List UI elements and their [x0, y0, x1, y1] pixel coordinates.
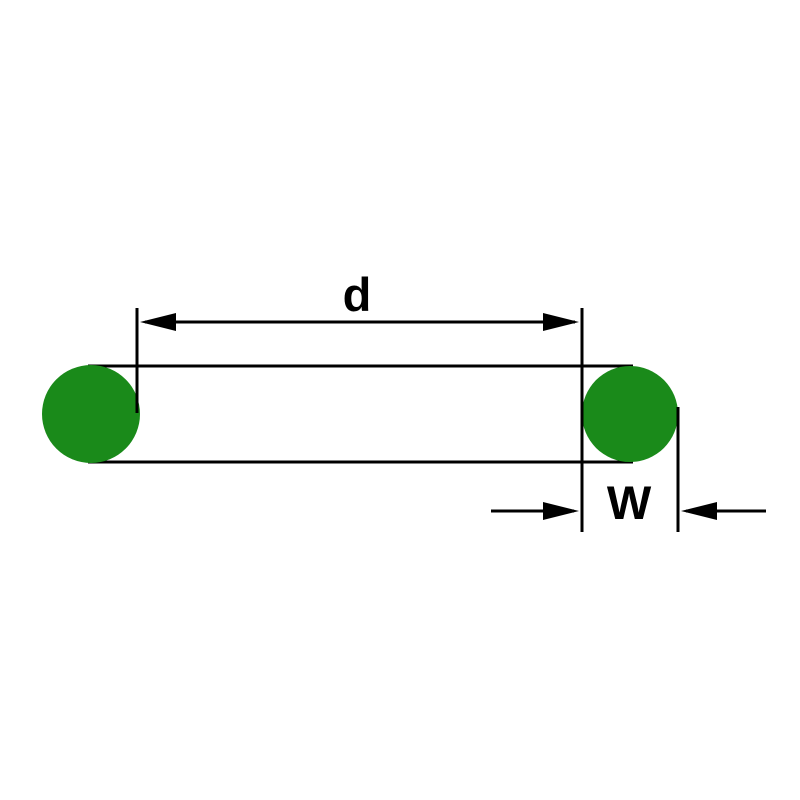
- oring-cross-section-right: [582, 366, 678, 462]
- inner-diameter-label: d: [343, 268, 372, 321]
- oring-cross-section-left: [42, 365, 140, 463]
- arrowhead-w-left-icon: [543, 502, 579, 520]
- cross-section-width-label: W: [607, 476, 652, 529]
- arrowhead-w-right-icon: [681, 502, 717, 520]
- arrowhead-d-right-icon: [543, 313, 579, 331]
- arrowhead-d-left-icon: [140, 313, 176, 331]
